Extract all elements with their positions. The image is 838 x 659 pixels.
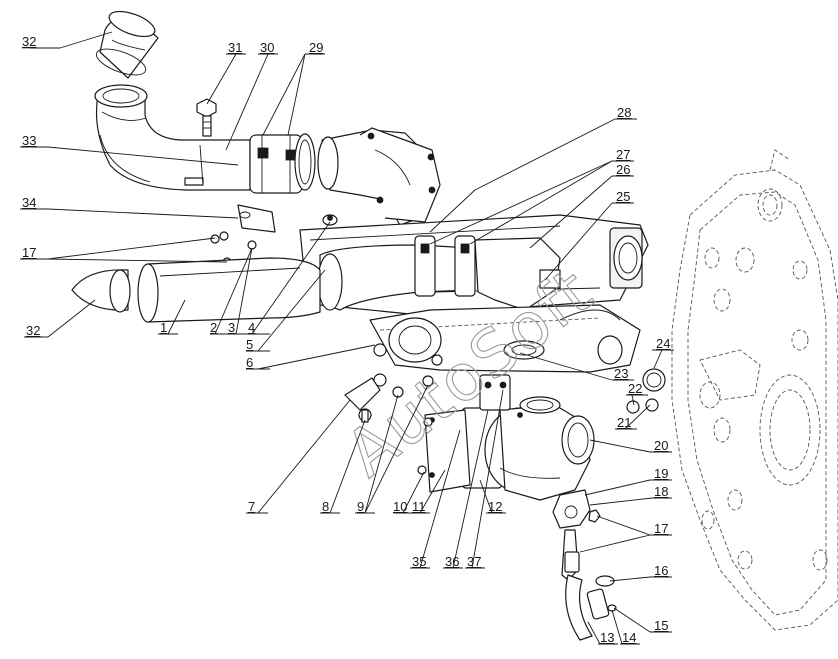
callout-17: 17 xyxy=(654,521,668,536)
callout-27: 27 xyxy=(616,147,630,162)
clamp-ring-29 xyxy=(249,133,316,194)
rubber-sleeve-top xyxy=(95,10,159,79)
callout-14: 14 xyxy=(622,630,636,645)
leader-lines xyxy=(20,31,674,645)
air-pipe-lower xyxy=(137,257,321,323)
callout-24: 24 xyxy=(656,336,670,351)
charge-pipe xyxy=(317,235,561,331)
air-pipe-upper xyxy=(94,84,251,191)
callout-29: 29 xyxy=(309,40,323,55)
callout-1: 1 xyxy=(160,320,167,335)
callout-12: 12 xyxy=(488,499,502,514)
callout-6: 6 xyxy=(246,355,253,370)
callout-34: 34 xyxy=(22,195,36,210)
callout-19: 19 xyxy=(654,466,668,481)
callout-26: 26 xyxy=(616,162,630,177)
oil-drain-line xyxy=(552,489,617,641)
callout-33: 33 xyxy=(22,133,36,148)
callout-labels: 1 2 3 4 5 6 7 8 9 10 11 12 13 14 15 16 1… xyxy=(22,34,670,645)
callout-25: 25 xyxy=(616,189,630,204)
callout-4: 4 xyxy=(248,320,255,335)
callout-32-top: 32 xyxy=(22,34,36,49)
callout-2: 2 xyxy=(210,320,217,335)
callout-15: 15 xyxy=(654,618,668,633)
rubber-sleeve-left xyxy=(71,269,131,313)
callout-3: 3 xyxy=(228,320,235,335)
callout-30: 30 xyxy=(260,40,274,55)
callout-20: 20 xyxy=(654,438,668,453)
callout-35: 35 xyxy=(412,554,426,569)
bolt-31 xyxy=(196,98,217,137)
callout-11: 11 xyxy=(412,499,426,514)
callout-13: 13 xyxy=(600,630,614,645)
callout-5: 5 xyxy=(246,337,253,352)
callout-17-left: 17 xyxy=(22,245,36,260)
flywheel-housing xyxy=(671,149,838,631)
callout-23: 23 xyxy=(614,366,628,381)
callout-22: 22 xyxy=(628,381,642,396)
callout-28: 28 xyxy=(617,105,631,120)
outlet-elbow xyxy=(317,127,441,226)
callout-16: 16 xyxy=(654,563,668,578)
callout-9: 9 xyxy=(357,499,364,514)
callout-18: 18 xyxy=(654,484,668,499)
fasteners xyxy=(210,204,666,475)
callout-10: 10 xyxy=(393,499,407,514)
turbocharger xyxy=(461,374,595,501)
callout-32-left: 32 xyxy=(26,323,40,338)
callout-7: 7 xyxy=(248,499,255,514)
callout-31: 31 xyxy=(228,40,242,55)
callout-8: 8 xyxy=(322,499,329,514)
callout-21: 21 xyxy=(617,415,631,430)
callout-37: 37 xyxy=(467,554,481,569)
callout-36: 36 xyxy=(445,554,459,569)
